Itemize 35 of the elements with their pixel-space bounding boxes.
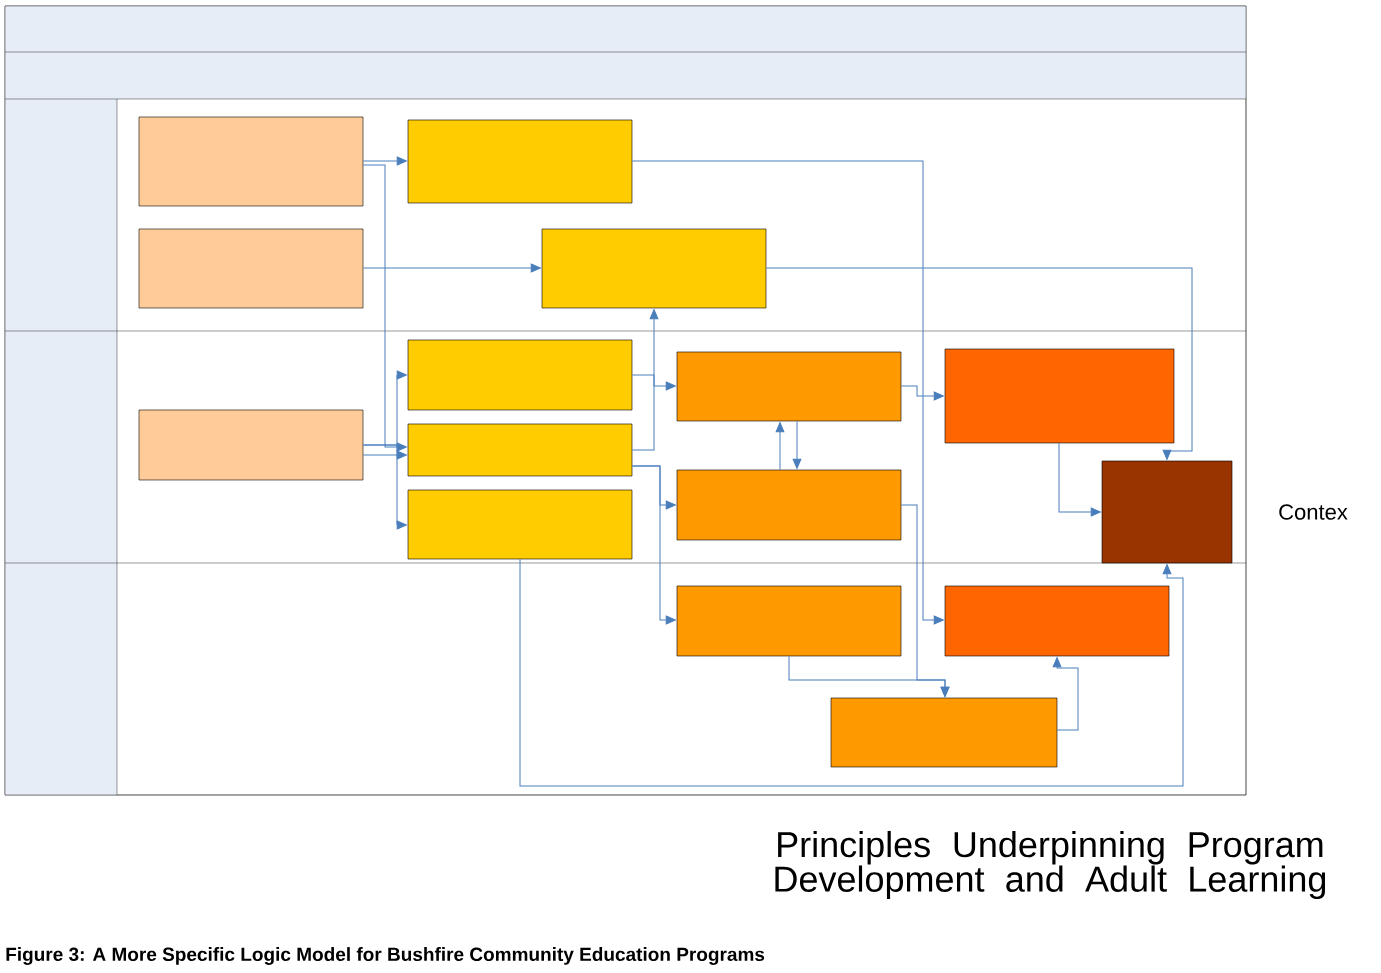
label-text: Principles Underpinning Program Development and Adult Learning bbox=[775, 830, 1326, 900]
arrow bbox=[788, 655, 950, 697]
arrow bbox=[362, 444, 407, 530]
box bbox=[138, 409, 364, 481]
box bbox=[830, 697, 1058, 768]
box bbox=[676, 469, 902, 541]
box bbox=[676, 351, 902, 422]
label-text: Contex bbox=[1279, 504, 1348, 520]
arrow bbox=[900, 385, 944, 401]
box bbox=[407, 489, 633, 560]
arrow bbox=[1058, 442, 1101, 517]
arrow bbox=[362, 164, 407, 452]
arrow bbox=[775, 422, 785, 471]
box bbox=[407, 423, 633, 477]
arrow bbox=[631, 465, 676, 625]
arrow bbox=[792, 420, 802, 469]
box bbox=[944, 585, 1170, 657]
arrow bbox=[519, 558, 1184, 787]
arrow bbox=[631, 309, 659, 451]
arrow bbox=[631, 374, 676, 391]
box bbox=[944, 348, 1175, 444]
box bbox=[541, 228, 767, 309]
arrow bbox=[362, 156, 407, 166]
arrow bbox=[362, 450, 407, 460]
arrow bbox=[362, 263, 541, 273]
box bbox=[407, 119, 633, 204]
arrow bbox=[765, 267, 1193, 460]
box bbox=[407, 339, 633, 411]
caption: Figure 3: A More Specific Logic Model for Bushfire Community Education Programs bbox=[6, 947, 765, 965]
box bbox=[138, 116, 364, 207]
box bbox=[676, 585, 902, 657]
box bbox=[1101, 460, 1233, 564]
arrow bbox=[1052, 657, 1079, 731]
box bbox=[138, 228, 364, 309]
arrow bbox=[631, 160, 944, 625]
